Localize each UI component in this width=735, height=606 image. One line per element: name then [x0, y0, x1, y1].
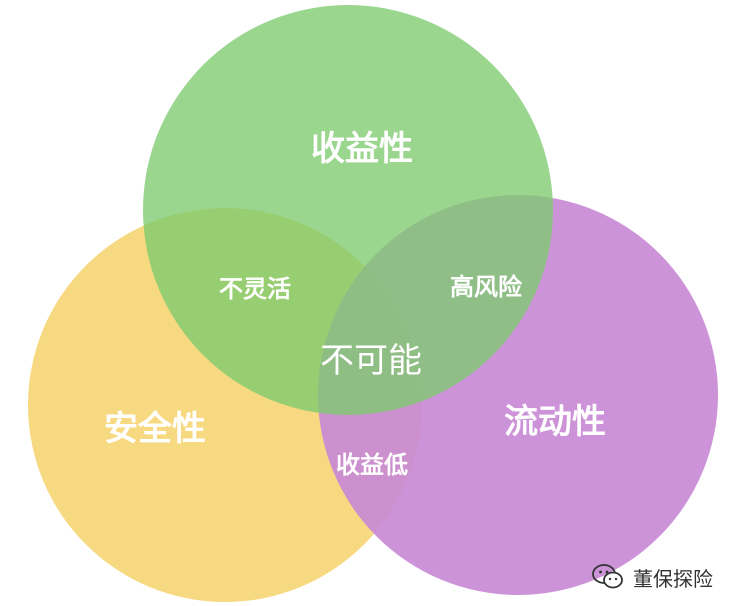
label-all-three: 不可能	[320, 341, 422, 381]
wechat-icon	[592, 564, 623, 589]
label-yield-liquidity: 高风险	[450, 273, 523, 301]
label-yield-safety: 不灵活	[219, 275, 291, 303]
label-liquidity: 流动性	[504, 402, 606, 442]
watermark-text: 董保探险	[633, 566, 713, 591]
circle-yield	[143, 5, 553, 415]
label-safety: 安全性	[104, 409, 206, 449]
label-safety-liquidity: 收益低	[336, 451, 408, 479]
label-yield: 收益性	[311, 129, 413, 169]
watermark: 董保探险	[591, 562, 713, 592]
